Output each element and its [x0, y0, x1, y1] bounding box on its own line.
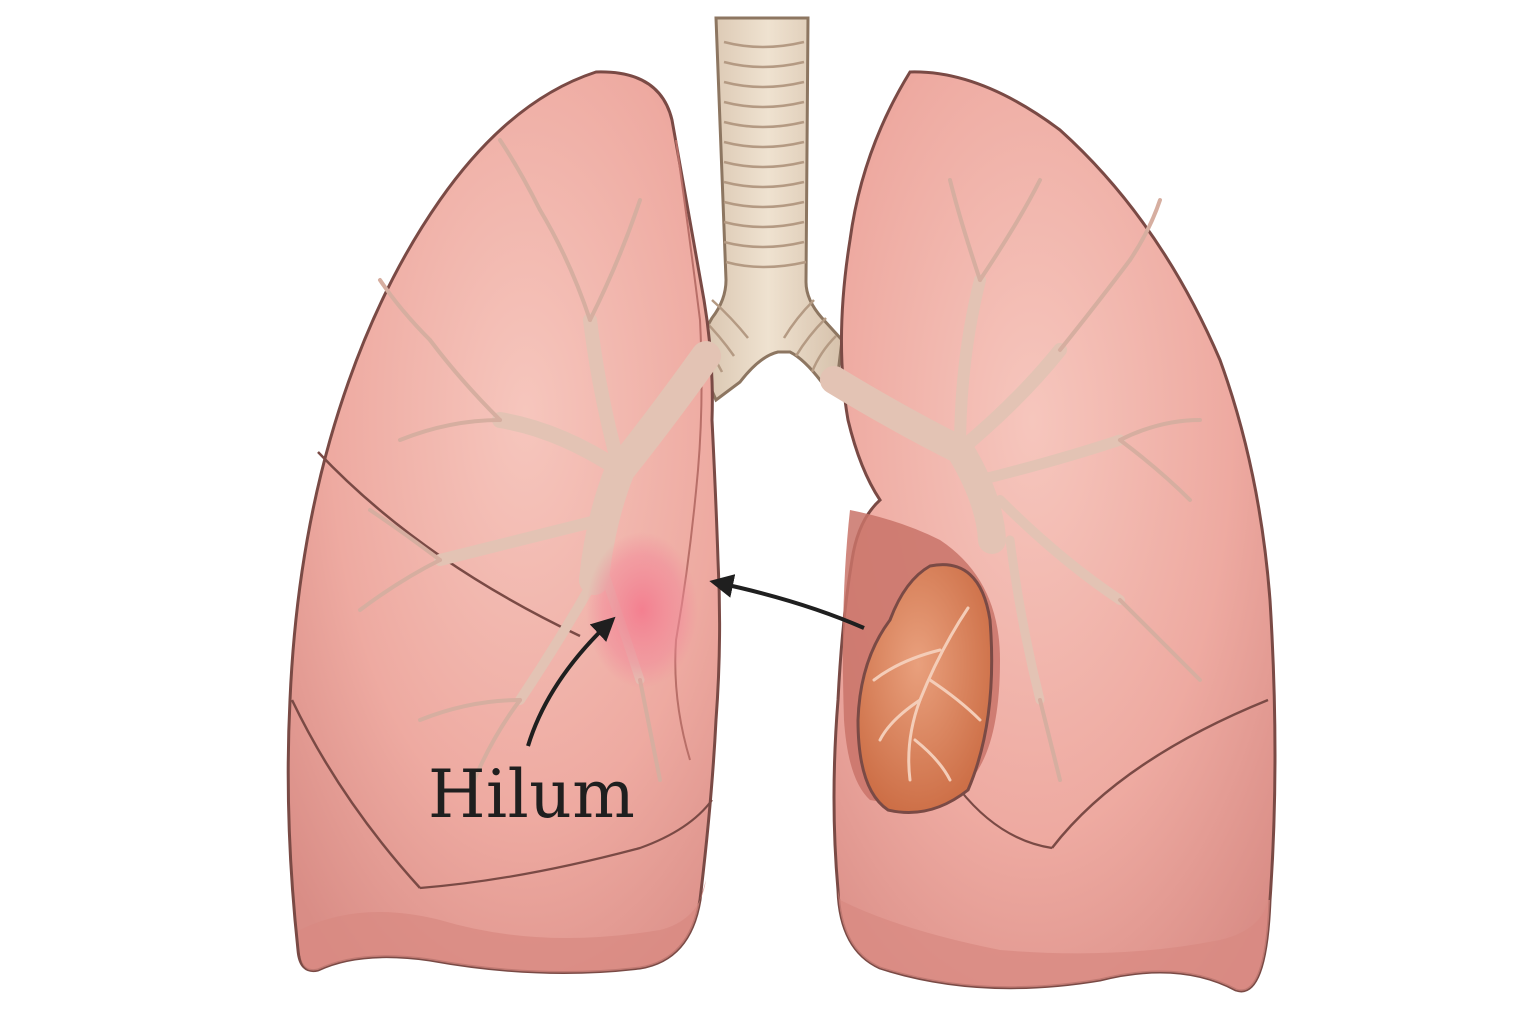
cardiac-notch-arrow — [709, 574, 865, 630]
hilum-arrow — [526, 616, 616, 747]
hilum-label: Hilum — [428, 756, 636, 833]
heart — [856, 563, 994, 814]
right-bronchial-tree — [820, 178, 1202, 782]
right-lung — [832, 70, 1277, 993]
trachea — [692, 16, 844, 403]
left-lung — [286, 70, 722, 974]
hilum-highlight — [586, 532, 698, 688]
